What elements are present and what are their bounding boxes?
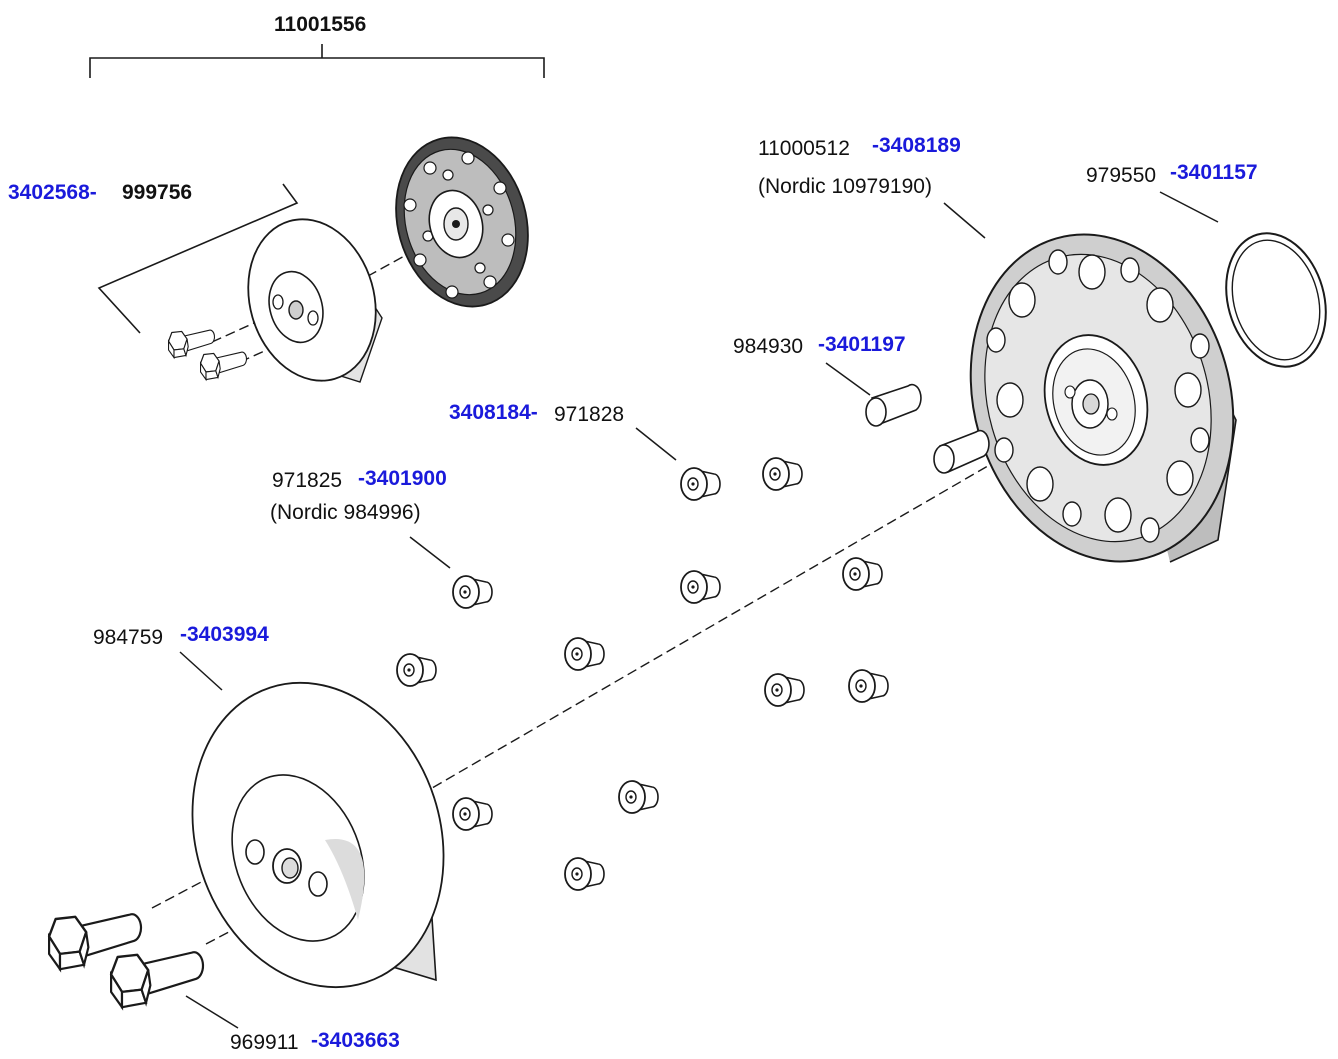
screw-a-order-number: 3408184- xyxy=(449,401,538,424)
screw-a-part-number: 971828 xyxy=(554,403,625,426)
screw-b-order-number: -3401900 xyxy=(358,467,447,490)
bolt-part-number: 969911 xyxy=(230,1031,299,1054)
leader-lines xyxy=(179,191,1219,1029)
pin-order-number: -3401197 xyxy=(818,333,906,356)
large-disc xyxy=(191,681,445,989)
disc-order-number: -3403994 xyxy=(180,623,269,646)
screw-b-part-number: 971825 xyxy=(272,469,343,492)
screws xyxy=(396,457,889,891)
assembly-label: 11001556 xyxy=(274,13,367,36)
disc-part-number: 984759 xyxy=(93,626,164,649)
o-ring xyxy=(1225,232,1327,368)
small-bolts xyxy=(167,329,248,381)
small-flange xyxy=(395,136,529,308)
dowel-pins xyxy=(865,383,990,474)
pin-part-number: 984930 xyxy=(733,335,804,358)
o-ring-part-number: 979550 xyxy=(1086,164,1157,187)
large-bolts xyxy=(47,913,205,1009)
bolt-order-number: -3403663 xyxy=(311,1029,400,1052)
flange-part-number: 11000512 xyxy=(758,137,850,160)
small-disc-part-number: 999756 xyxy=(122,181,193,204)
large-flange xyxy=(969,233,1237,563)
small-disc-bracket xyxy=(97,183,299,334)
flange-order-number: -3408189 xyxy=(872,134,961,157)
screw-b-nordic-number: (Nordic 984996) xyxy=(270,501,421,524)
small-disc xyxy=(247,218,383,383)
o-ring-order-number: -3401157 xyxy=(1170,161,1258,184)
small-disc-order-number: 3402568- xyxy=(8,181,97,204)
flange-nordic-number: (Nordic 10979190) xyxy=(758,175,932,198)
assembly-bracket xyxy=(89,44,545,78)
